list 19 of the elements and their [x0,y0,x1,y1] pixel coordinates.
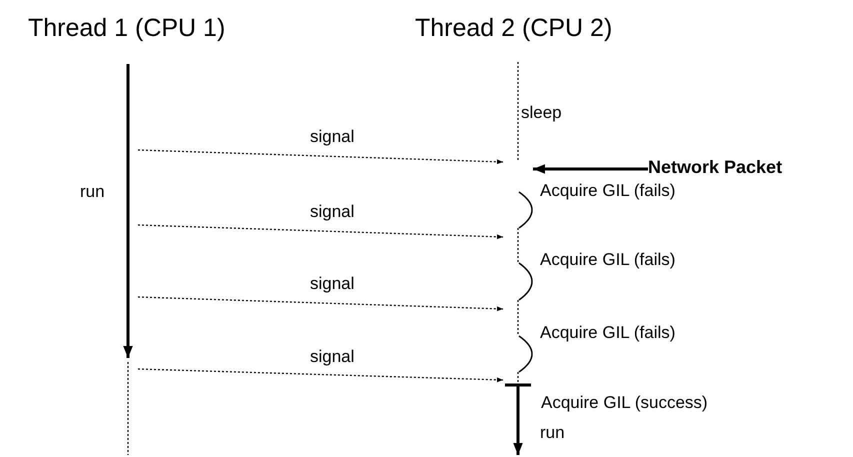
edge-label: signal [310,202,354,222]
state-label: sleep [521,103,562,123]
state-label: run [540,423,565,443]
packet-label: Network Packet [648,157,782,181]
thread-heading: Thread 2 (CPU 2) [415,14,630,48]
signal-arrow [138,149,504,164]
signal-arrow [138,296,504,312]
state-label: run [80,182,105,202]
state-label: Acquire GIL (fails) [540,250,676,270]
packet-arrow [533,164,648,174]
thread-heading: Thread 1 (CPU 1) [28,14,228,48]
signal-arrow [138,368,504,382]
edge-label: signal [310,127,354,147]
state-label: Acquire GIL (fails) [540,181,676,201]
state-label: Acquire GIL (fails) [540,323,676,343]
edge-label: signal [310,347,354,367]
signal-arrow [138,224,504,240]
state-label: Acquire GIL (success) [541,393,708,413]
edge-label: signal [310,274,354,294]
